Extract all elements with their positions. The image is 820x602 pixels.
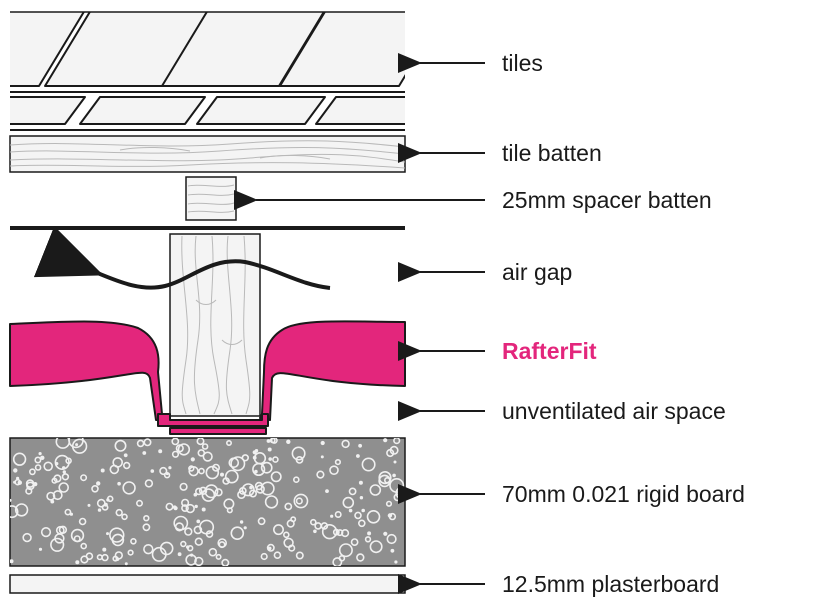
label-tiles: tiles: [502, 50, 543, 76]
label-tile-batten: tile batten: [502, 140, 602, 166]
spacer-batten: [185, 176, 237, 221]
rigid-board: [9, 437, 406, 567]
label-air-gap: air gap: [502, 259, 573, 285]
tile-batten: [9, 135, 406, 173]
tiles-layer: [10, 12, 405, 132]
rafterfit-insulation: [9, 320, 406, 435]
plasterboard: [9, 574, 406, 594]
label-plasterboard: 12.5mm plasterboard: [502, 571, 720, 597]
label-spacer-batten: 25mm spacer batten: [502, 187, 712, 213]
leader-lines: [234, 53, 485, 594]
airflow-arrow: [33, 226, 331, 290]
label-unventilated-air-space: unventilated air space: [502, 398, 726, 424]
label-rafterfit: RafterFit: [502, 338, 597, 364]
label-rigid-board: 70mm 0.021 rigid board: [502, 481, 745, 507]
